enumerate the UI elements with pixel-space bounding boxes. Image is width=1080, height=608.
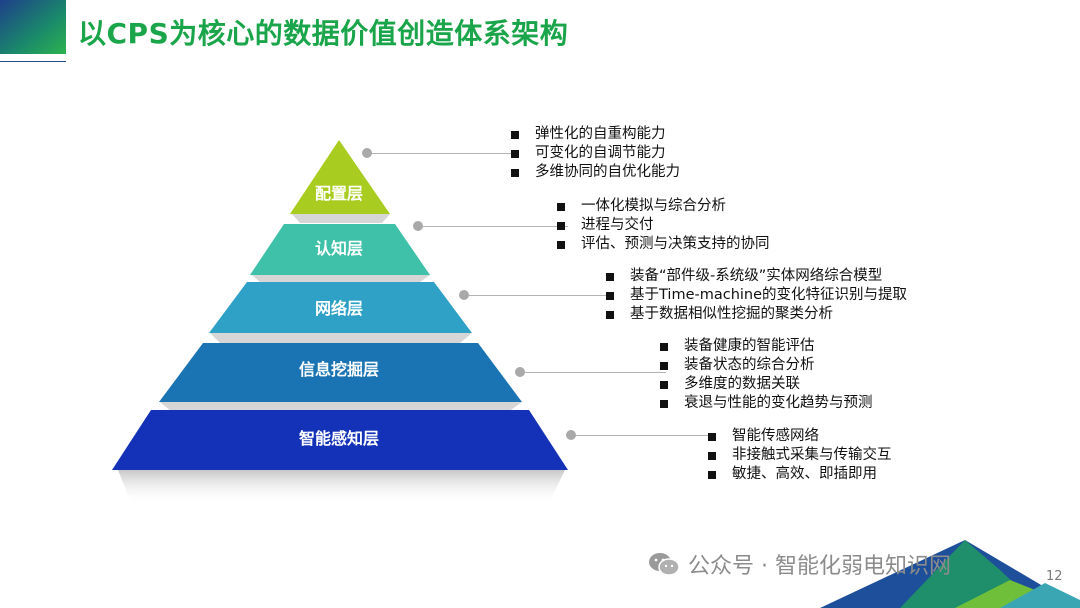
bullet-square-icon	[606, 291, 614, 300]
list-item: 基于Time-machine的变化特征识别与提取	[606, 286, 907, 305]
corner-decoration	[0, 0, 66, 54]
layer-shape-config	[290, 140, 390, 214]
bullet-square-icon	[606, 310, 614, 319]
watermark: 公众号 · 智能化弱电知识网	[648, 548, 951, 580]
connector-line-mining	[520, 372, 666, 373]
list-item: 可变化的自调节能力	[511, 144, 680, 163]
list-item: 非接触式采集与传输交互	[708, 446, 892, 465]
connector-line-cognition	[418, 226, 568, 227]
bullet-list-sensing: 智能传感网络 非接触式采集与传输交互 敏捷、高效、即插即用	[708, 427, 892, 484]
list-item: 装备“部件级-系统级”实体网络综合模型	[606, 267, 907, 286]
list-item: 敏捷、高效、即插即用	[708, 465, 892, 484]
page-title: 以CPS为核心的数据价值创造体系架构	[78, 17, 569, 50]
wechat-icon	[649, 553, 680, 576]
bullet-square-icon	[557, 221, 565, 230]
connector-dot-cognition	[413, 221, 423, 231]
connector-dot-mining	[515, 367, 525, 377]
list-item: 评估、预测与决策支持的协同	[557, 235, 770, 254]
list-item: 弹性化的自重构能力	[511, 125, 680, 144]
bullet-list-network: 装备“部件级-系统级”实体网络综合模型 基于Time-machine的变化特征识…	[606, 267, 907, 324]
list-item: 多维协同的自优化能力	[511, 163, 680, 182]
layer-label-cognition: 认知层	[314, 239, 364, 258]
layer-label-config: 配置层	[314, 184, 364, 203]
bullet-list-config: 弹性化的自重构能力 可变化的自调节能力 多维协同的自优化能力	[511, 125, 680, 182]
bullet-square-icon	[606, 272, 614, 281]
list-item: 基于数据相似性挖掘的聚类分析	[606, 305, 907, 324]
page-number: 12	[1046, 569, 1063, 584]
bullet-list-cognition: 一体化模拟与综合分析 进程与交付 评估、预测与决策支持的协同	[557, 197, 770, 254]
list-item: 装备健康的智能评估	[660, 337, 873, 356]
list-item: 装备状态的综合分析	[660, 356, 873, 375]
bullet-square-icon	[660, 380, 668, 389]
layer-shape-mining	[159, 343, 522, 402]
layer-label-network: 网络层	[314, 299, 364, 318]
title-divider	[0, 61, 66, 62]
layer-label-sensing: 智能感知层	[298, 429, 380, 448]
connector-line-sensing	[571, 435, 711, 436]
layer-shape-cognition	[250, 224, 430, 275]
bullet-square-icon	[660, 399, 668, 408]
bullet-square-icon	[511, 130, 519, 139]
bullet-square-icon	[557, 202, 565, 211]
list-item: 多维度的数据关联	[660, 375, 873, 394]
bullet-square-icon	[708, 451, 716, 460]
connector-line-network	[464, 295, 614, 296]
bullet-square-icon	[511, 149, 519, 158]
bullet-square-icon	[557, 240, 565, 249]
connector-line-config	[367, 153, 517, 154]
bullet-square-icon	[708, 432, 716, 441]
list-item: 衰退与性能的变化趋势与预测	[660, 394, 873, 413]
connector-dot-config	[362, 148, 372, 158]
connector-dot-sensing	[566, 430, 576, 440]
bullet-square-icon	[660, 342, 668, 351]
layer-label-mining: 信息挖掘层	[298, 360, 380, 379]
list-item: 一体化模拟与综合分析	[557, 197, 770, 216]
list-item: 智能传感网络	[708, 427, 892, 446]
list-item: 进程与交付	[557, 216, 770, 235]
bullet-square-icon	[511, 168, 519, 177]
bullet-square-icon	[708, 470, 716, 479]
bullet-list-mining: 装备健康的智能评估 装备状态的综合分析 多维度的数据关联 衰退与性能的变化趋势与…	[660, 337, 873, 413]
layer-shape-sensing	[112, 410, 568, 470]
connector-dot-network	[459, 290, 469, 300]
layer-shape-network	[209, 282, 472, 333]
bullet-square-icon	[660, 361, 668, 370]
